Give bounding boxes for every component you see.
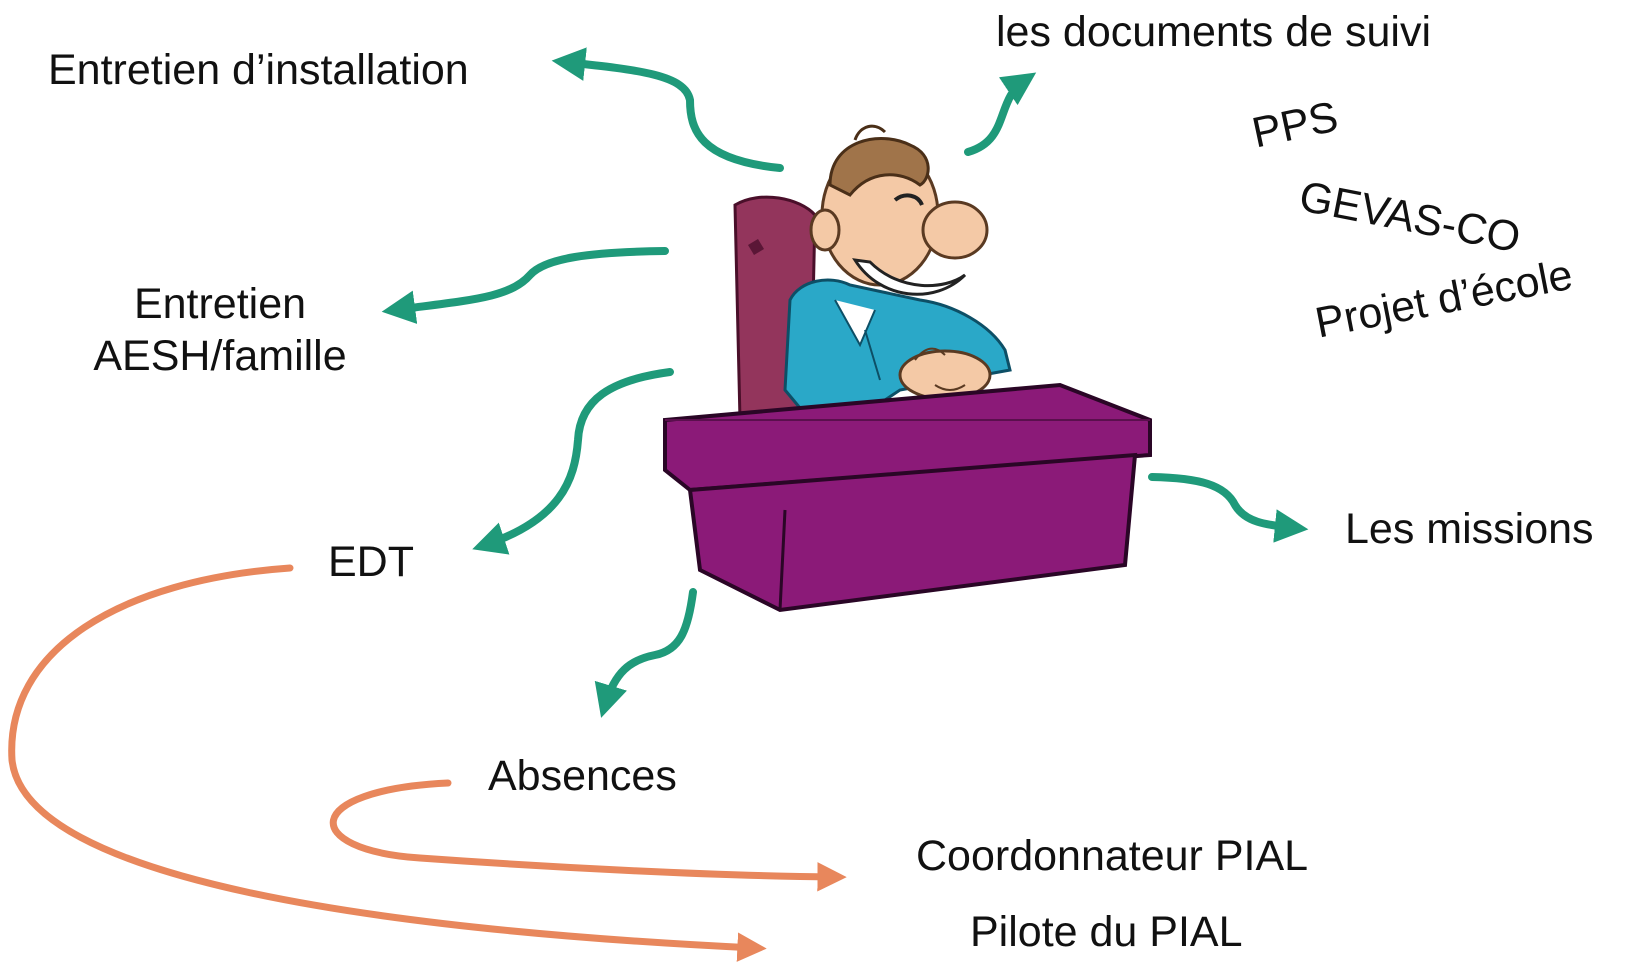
arrow-to-documents-suivi	[964, 72, 1037, 156]
label-les-missions: Les missions	[1345, 505, 1594, 553]
arrow-to-les-missions	[1148, 473, 1309, 543]
arrow-edt-to-pilote	[8, 564, 767, 962]
cartoon-man-at-desk-icon	[663, 124, 1152, 613]
arrow-to-edt	[472, 368, 674, 555]
label-entretien-aesh-line1: Entretien	[133, 280, 307, 328]
label-entretien-installation: Entretien d’installation	[48, 46, 469, 94]
label-coordonnateur-pial: Coordonnateur PIAL	[916, 832, 1309, 880]
label-documents-suivi: les documents de suivi	[996, 8, 1431, 56]
arrow-to-entretien-installation	[551, 47, 784, 172]
arrow-absences-to-coordonnateur	[329, 779, 847, 892]
label-pilote-pial: Pilote du PIAL	[970, 908, 1243, 956]
label-absences: Absences	[488, 752, 677, 800]
arrow-to-entretien-aesh	[381, 247, 669, 324]
arrow-to-absences	[594, 588, 697, 718]
label-entretien-aesh-line2: AESH/famille	[93, 332, 347, 380]
label-edt: EDT	[328, 538, 414, 586]
